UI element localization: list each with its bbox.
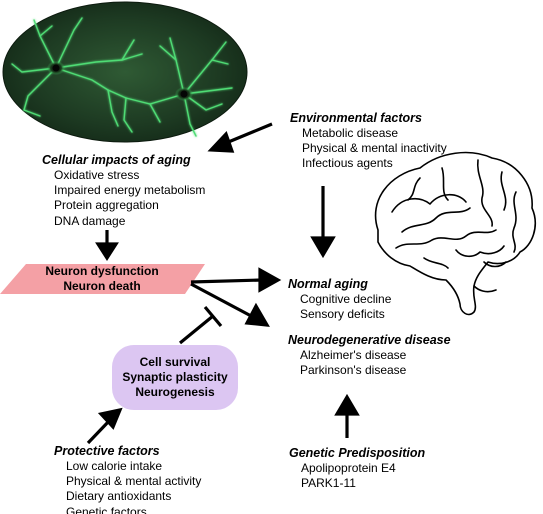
list-item: Impaired energy metabolism [54,183,206,198]
neurodegenerative-disease: Neurodegenerative disease Alzheimer's di… [288,332,451,378]
list-item: Dietary antioxidants [66,489,172,504]
list-item: Infectious agents [302,156,393,171]
brain-icon [374,151,536,316]
cellular-impacts-title: Cellular impacts of aging [42,153,191,167]
cell-survival-label: Cell survival Synaptic plasticity Neurog… [112,355,238,400]
synaptic-plasticity-line: Synaptic plasticity [122,370,228,384]
genetic-predisposition: Genetic Predisposition Apolipoprotein E4… [289,445,425,491]
list-item: Physical & mental activity [66,474,202,489]
list-item: Metabolic disease [302,126,399,140]
normal-aging-title: Normal aging [288,277,368,291]
arrow-genetic-to-neurodegenerative [334,393,360,438]
environmental-factors: Environmental factors Metabolic disease … [290,110,447,172]
neurodegenerative-disease-title: Neurodegenerative disease [288,333,451,347]
list-item: PARK1-11 [301,476,356,491]
neuron-micrograph [2,1,248,143]
list-item: Low calorie intake [66,459,163,473]
cellular-impacts: Cellular impacts of aging Oxidative stre… [42,152,205,229]
list-item: Cognitive decline [300,292,392,306]
genetic-predisposition-title: Genetic Predisposition [289,446,426,460]
arrow-env-to-normal-aging [310,186,336,259]
cell-survival-line: Cell survival [139,355,211,369]
list-item: Oxidative stress [54,168,140,182]
neurogenesis-line: Neurogenesis [135,385,215,399]
environmental-factors-title: Environmental factors [290,111,422,125]
neuron-dysfunction-label: Neuron dysfunction Neuron death [6,264,198,294]
protective-factors-title: Protective factors [54,444,160,458]
arrow-env-to-cellular [207,122,273,153]
arrow-dysfunction-to-neurodegenerative [190,282,270,327]
list-item: Apolipoprotein E4 [301,461,396,475]
list-item: Alzheimer's disease [300,348,407,362]
list-item: Genetic factors [66,504,147,514]
list-item: Physical & mental inactivity [302,141,447,156]
list-item: DNA damage [54,213,126,228]
list-item: Sensory deficits [300,307,385,322]
neuron-dysfunction-line1: Neuron dysfunction [45,264,159,278]
protective-factors: Protective factors Low calorie intake Ph… [54,443,201,514]
neuron-dysfunction-box [0,264,205,294]
normal-aging: Normal aging Cognitive decline Sensory d… [288,276,391,322]
inhibit-survival-to-dysfunction [178,305,223,345]
cell-survival-box [112,345,238,410]
list-item: Protein aggregation [54,198,159,213]
neuron-dysfunction-line2: Neuron death [63,279,141,293]
arrow-dysfunction-to-normal-aging [190,267,282,293]
list-item: Parkinson's disease [300,363,407,378]
arrow-protective-to-survival [86,407,123,445]
arrow-cellular-to-dysfunction [95,230,119,261]
